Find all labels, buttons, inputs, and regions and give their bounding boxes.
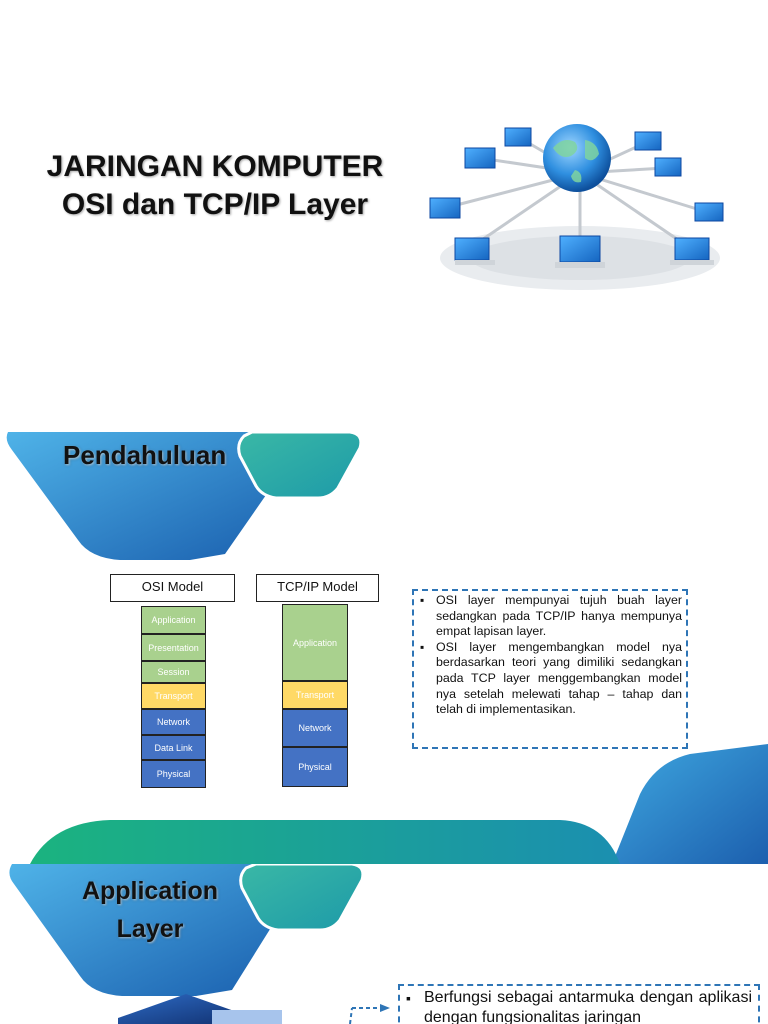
application-layer-slide: Application Layer Berfungsi sebagai anta… (0, 864, 768, 1024)
note-item: Berfungsi sebagai antarmuka dengan aplik… (406, 988, 752, 1024)
section-heading: Pendahuluan (63, 440, 227, 470)
tcp-layer-application: Application (282, 604, 348, 681)
heading-line-1: Application (81, 877, 219, 905)
header-banner-shape (9, 864, 390, 1024)
intro-slide: Pendahuluan OSI Model TCP/IP Model Appli… (0, 432, 768, 864)
tcp-layer-network: Network (282, 709, 348, 747)
osi-layer-transport: Transport (141, 683, 206, 709)
comparison-notes: OSI layer mempunyai tujuh buah layer sed… (412, 589, 688, 749)
heading-line-2: Layer (116, 915, 184, 943)
osi-layer-physical: Physical (141, 760, 206, 788)
tcp-model-label: TCP/IP Model (256, 574, 379, 602)
title-line-2: OSI dan TCP/IP Layer (61, 188, 369, 221)
osi-layer-presentation: Presentation (141, 634, 206, 661)
osi-layer-network: Network (141, 709, 206, 735)
note-item: OSI layer mempunyai tujuh buah layer sed… (420, 593, 682, 640)
section-heading: Application Layer (60, 872, 240, 948)
osi-layer-data-link: Data Link (141, 735, 206, 760)
title-line-1: JARINGAN KOMPUTER (46, 150, 384, 183)
osi-layer-application: Application (141, 606, 206, 634)
network-globe-illustration (429, 124, 724, 290)
tcp-layer-transport: Transport (282, 681, 348, 709)
osi-model-label: OSI Model (110, 574, 235, 602)
osi-layer-session: Session (141, 661, 206, 683)
title-slide: JARINGAN KOMPUTER OSI dan TCP/IP Layer (0, 0, 768, 400)
slide-title: JARINGAN KOMPUTER OSI dan TCP/IP Layer (40, 148, 390, 224)
tcp-layer-physical: Physical (282, 747, 348, 787)
application-layer-notes: Berfungsi sebagai antarmuka dengan aplik… (398, 984, 760, 1024)
header-banner-shape (6, 432, 768, 864)
note-item: OSI layer mengembangkan model nya berdas… (420, 640, 682, 718)
